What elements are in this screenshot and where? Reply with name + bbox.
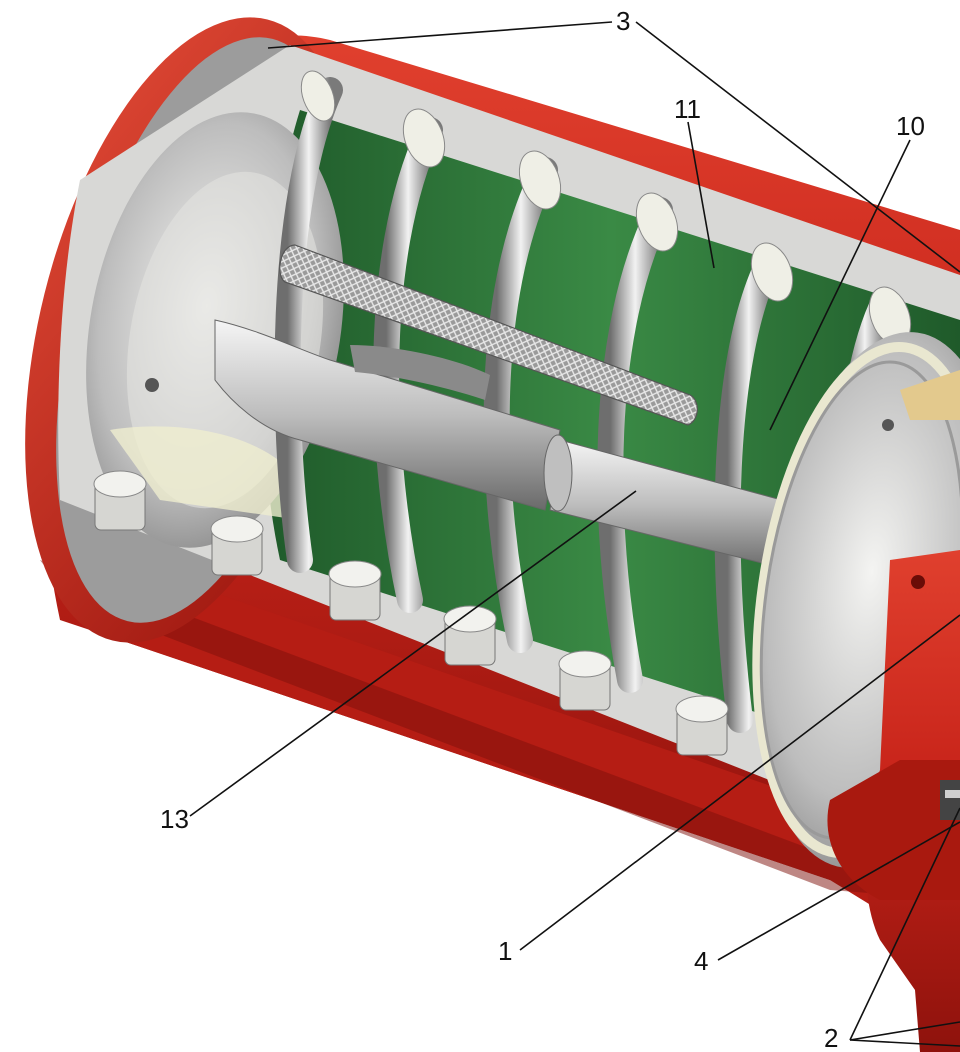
callout-2: 2	[824, 1023, 838, 1052]
leader-line-2a	[849, 807, 960, 1041]
leader-line-10	[769, 139, 911, 431]
leader-line-1	[519, 614, 960, 951]
leader-line-4	[717, 821, 960, 961]
callout-1: 1	[498, 936, 512, 966]
callout-13: 13	[160, 804, 189, 834]
piston-rod	[214, 319, 801, 571]
callout-10: 10	[896, 111, 925, 141]
leader-lines	[189, 21, 960, 1047]
leader-line-13	[189, 490, 637, 817]
callout-11: 11	[674, 94, 701, 124]
leader-line-3b	[635, 21, 960, 273]
callout-4: 4	[694, 946, 708, 976]
knurled-guide-bar	[279, 244, 698, 426]
leader-line-2c	[849, 1039, 960, 1047]
leader-line-3a	[267, 21, 613, 49]
callout-labels: 3 11 10 13 1 4 2	[160, 6, 925, 1052]
leader-line-2b	[849, 1021, 960, 1041]
coil-cut-ends-top	[300, 70, 912, 346]
coil-cut-ends-bottom	[93, 470, 729, 756]
callout-3: 3	[616, 6, 630, 36]
gearbox-housing	[827, 550, 960, 1052]
leader-line-11	[687, 121, 715, 269]
